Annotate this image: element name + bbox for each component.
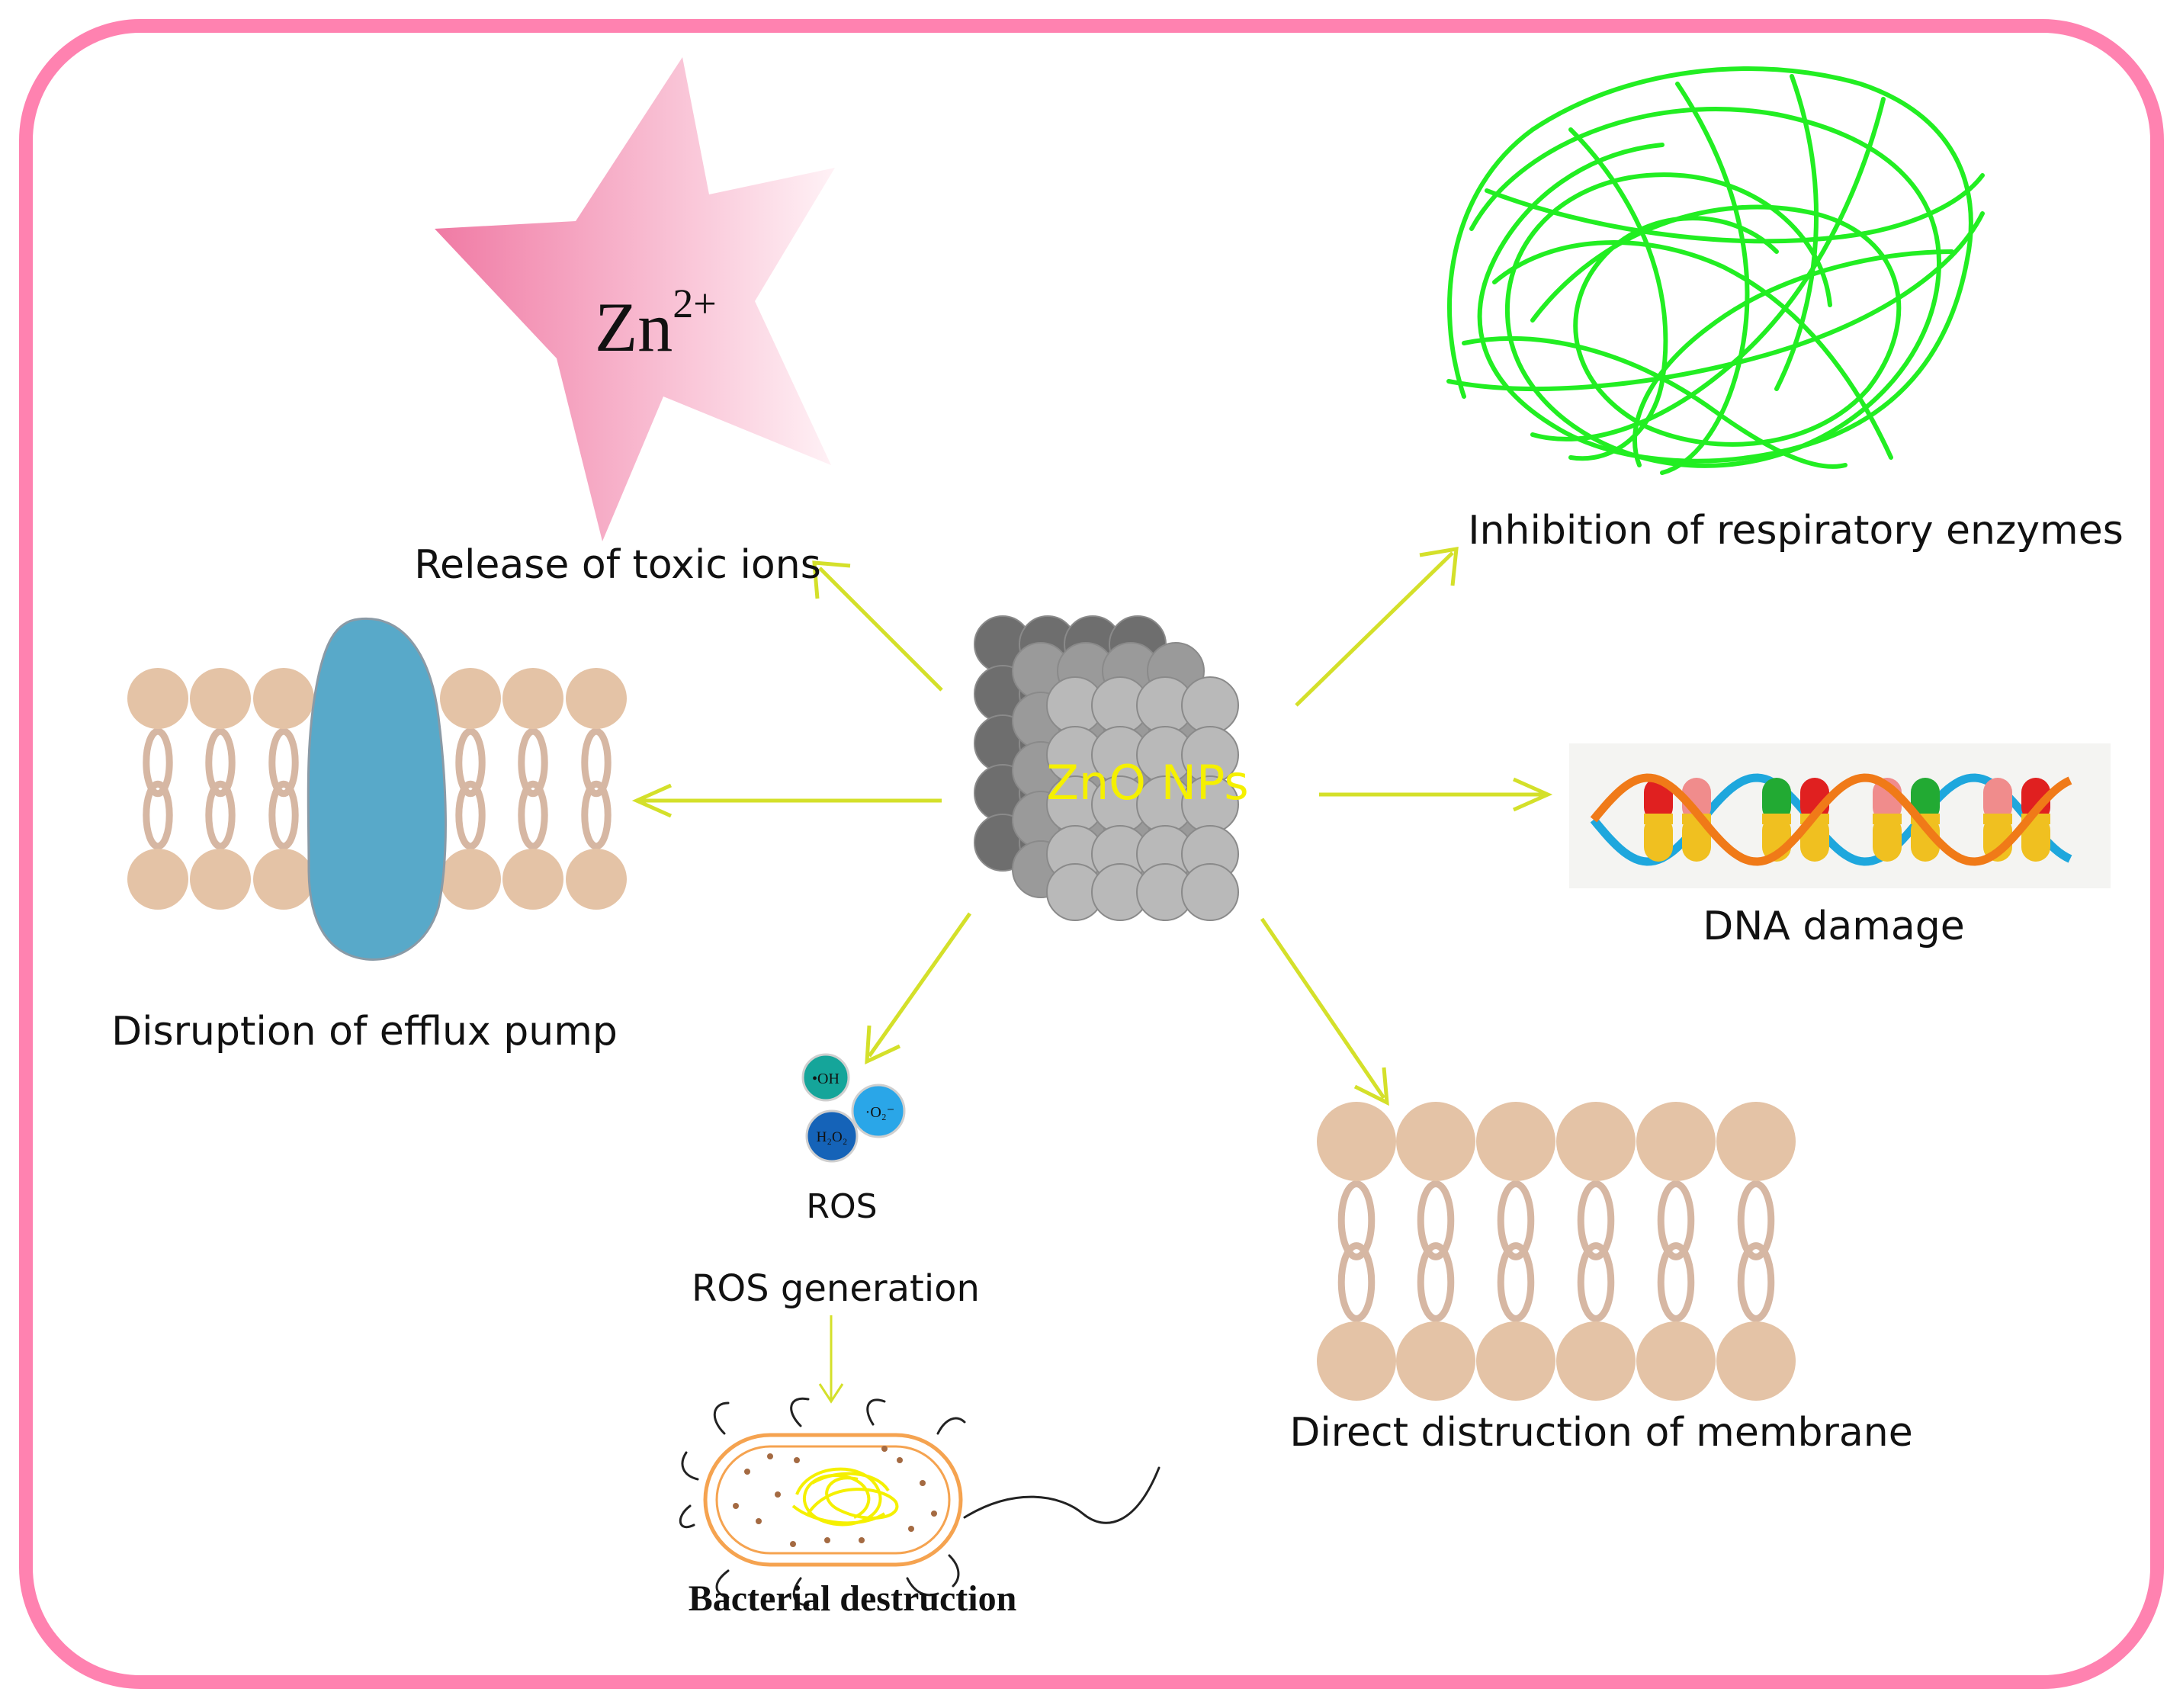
membrane-lipid-5 (1636, 1102, 1716, 1401)
respiratory-group: Inhibition of respiratory enzymes (1446, 66, 2124, 554)
base-pair-capsule (1762, 778, 1791, 862)
arrow-to-ros-head (865, 1025, 901, 1065)
membrane-lipid-1 (1317, 1102, 1396, 1401)
bacterium-body (703, 1433, 963, 1567)
arrow-to-toxic-ions-head (812, 560, 851, 599)
arrow-to-efflux-head (631, 783, 673, 818)
arrow-to-respiratory-head (1419, 546, 1459, 586)
efflux-lipid-1 (127, 668, 188, 910)
ros-generation-label: ROS generation (692, 1267, 980, 1310)
ros-bubble-oh (801, 1053, 850, 1102)
arrow-to-ros (867, 912, 972, 1058)
efflux-membrane (127, 668, 627, 910)
membrane-lipid-6 (1716, 1102, 1796, 1401)
membrane-label: Direct distruction of membrane (1289, 1410, 1912, 1456)
ros-species-oh: •OH (812, 1071, 839, 1087)
efflux-lipid-6 (566, 668, 627, 910)
efflux-lipid-2 (190, 668, 251, 910)
nanoparticle-sphere (1181, 863, 1239, 921)
efflux-lipid-5 (502, 668, 563, 910)
toxic-ions-group: Zn2+ Release of toxic ions (414, 57, 835, 588)
membrane-lipid-2 (1396, 1102, 1475, 1401)
arrow-to-membrane (1260, 917, 1386, 1100)
efflux-pump-protein (307, 617, 447, 961)
ros-species-h2o2: H₂O₂ (817, 1129, 848, 1145)
zno-cube (974, 615, 1239, 921)
bacterium-group: Bacterial destruction (679, 1397, 1161, 1619)
arrows (631, 546, 1553, 1404)
ros-caption: ROS (806, 1187, 877, 1226)
zno-label: ZnO NPs (1046, 755, 1248, 811)
base-pair-capsule (1911, 778, 1940, 862)
ros-bubble-h2o2 (805, 1109, 859, 1163)
arrow-to-dna-head (1512, 777, 1553, 812)
dna-helix-icon (1590, 773, 2072, 866)
arrow-to-membrane-head (1353, 1067, 1389, 1106)
efflux-group: Disruption of efflux pump (111, 617, 627, 1055)
membrane-bilayer (1317, 1102, 1796, 1401)
bacteria-label: Bacterial destruction (689, 1578, 1017, 1619)
base-pair-capsule (1644, 778, 1673, 862)
efflux-lipid-4 (440, 668, 501, 910)
efflux-lipid-3 (253, 668, 314, 910)
ros-bubble-o2 (851, 1084, 906, 1138)
nanoparticle-sphere (1181, 676, 1239, 734)
arrow-to-respiratory (1295, 551, 1454, 707)
bacterium-dna-coil (791, 1467, 899, 1527)
membrane-group: Direct distruction of membrane (1289, 1102, 1913, 1456)
toxic-ions-label: Release of toxic ions (414, 542, 821, 588)
bacterium-icon (679, 1397, 1161, 1607)
bacterium-granules (733, 1446, 937, 1547)
dna-group: DNA damage (1569, 743, 2111, 949)
efflux-label: Disruption of efflux pump (111, 1009, 618, 1055)
arrow-to-bacteria-head (818, 1383, 844, 1404)
dna-label: DNA damage (1703, 904, 1964, 949)
arrow-to-toxic-ions (818, 567, 943, 692)
dna-strand-orange (1590, 773, 2072, 866)
ros-group: •OH ·O₂⁻ H₂O₂ ROS ROS generation (692, 1053, 980, 1310)
zn-ion-symbol: Zn2+ (595, 281, 717, 366)
zn-star-shape (435, 57, 835, 541)
enzyme-coil-icon (1446, 66, 1985, 475)
zn-ion-charge: 2+ (673, 281, 716, 326)
ros-species-o2: ·O₂⁻ (865, 1104, 895, 1121)
membrane-lipid-4 (1556, 1102, 1636, 1401)
respiratory-label: Inhibition of respiratory enzymes (1468, 508, 2124, 554)
membrane-lipid-3 (1476, 1102, 1555, 1401)
